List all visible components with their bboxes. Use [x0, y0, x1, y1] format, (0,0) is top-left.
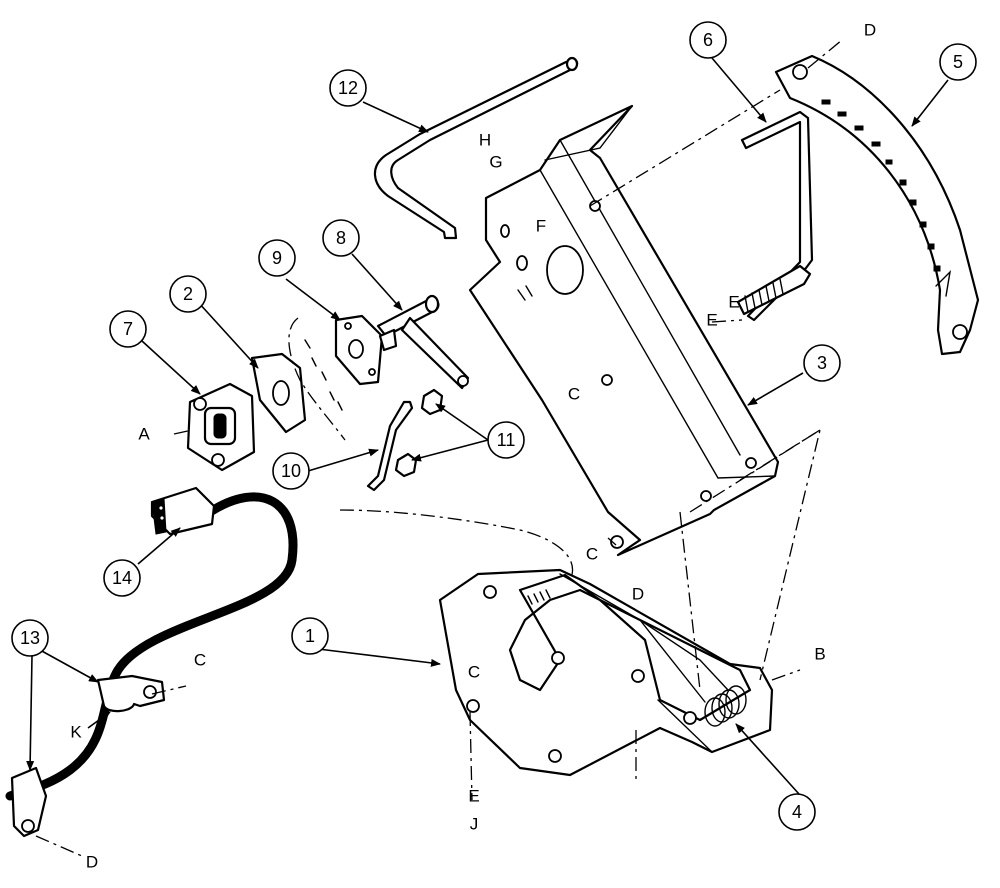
- part-9-plate: [334, 314, 384, 386]
- callout-1: 1: [291, 617, 329, 655]
- part-8-lever: [376, 294, 470, 390]
- svg-text:10: 10: [281, 461, 301, 481]
- callout-3: 3: [803, 344, 841, 382]
- svg-text:4: 4: [792, 802, 802, 822]
- label-b: B: [814, 645, 825, 664]
- part-13-clamps: [10, 674, 166, 838]
- label-d-clamp: D: [86, 853, 98, 872]
- label-e-base: E: [468, 787, 479, 806]
- svg-text:5: 5: [953, 52, 963, 72]
- part-14-wire-harness: [5, 486, 298, 801]
- part-10-clip-wire: [366, 400, 414, 492]
- callout-12: 12: [329, 69, 367, 107]
- callout-leaders: [26, 57, 949, 795]
- part-6-threaded-rod: [736, 110, 814, 322]
- svg-text:1: 1: [305, 626, 315, 646]
- label-f: F: [536, 217, 546, 236]
- callout-4: 4: [778, 793, 816, 831]
- label-e-rod-upper: E: [728, 293, 739, 312]
- svg-text:13: 13: [20, 628, 40, 648]
- label-j: J: [470, 815, 479, 834]
- svg-text:11: 11: [497, 430, 516, 450]
- label-e-rod: E: [706, 311, 717, 330]
- callout-8: 8: [322, 219, 360, 257]
- callout-5: 5: [939, 43, 977, 81]
- part-3-pedal-arm: [468, 104, 780, 557]
- label-d-base: D: [632, 585, 644, 604]
- svg-text:3: 3: [817, 353, 827, 373]
- svg-text:8: 8: [336, 228, 346, 248]
- callout-11: 11: [487, 421, 525, 459]
- letter-labels: A B C C C C D D D E E E F G H J K: [70, 21, 876, 872]
- callout-6: 6: [689, 21, 727, 59]
- callout-14: 14: [103, 559, 141, 597]
- callout-2: 2: [169, 275, 207, 313]
- svg-text:2: 2: [183, 284, 193, 304]
- part-2-gasket: [250, 352, 307, 434]
- reference-lines: [35, 39, 843, 857]
- callout-13: 13: [11, 619, 49, 657]
- label-c-pedal-lower: C: [586, 545, 598, 564]
- label-c-clamp: C: [194, 651, 206, 670]
- svg-text:7: 7: [123, 319, 133, 339]
- callout-10: 10: [272, 452, 310, 490]
- svg-text:6: 6: [703, 30, 713, 50]
- svg-text:12: 12: [338, 78, 358, 98]
- part-5-curved-strap: [774, 54, 980, 356]
- label-c-base: C: [468, 663, 480, 682]
- ghost-component: [288, 317, 346, 441]
- label-h: H: [479, 131, 491, 150]
- label-k: K: [70, 723, 82, 742]
- part-7-switch-housing: [186, 382, 256, 472]
- label-d-strap: D: [864, 21, 876, 40]
- label-c-pedal-upper: C: [568, 385, 580, 404]
- part-12-rod: [373, 56, 579, 240]
- callout-9: 9: [258, 239, 296, 277]
- label-g: G: [489, 153, 502, 172]
- svg-text:14: 14: [112, 568, 132, 588]
- callout-7: 7: [109, 310, 147, 348]
- svg-text:9: 9: [272, 248, 282, 268]
- label-a: A: [138, 425, 150, 444]
- part-4-spring: [559, 573, 747, 727]
